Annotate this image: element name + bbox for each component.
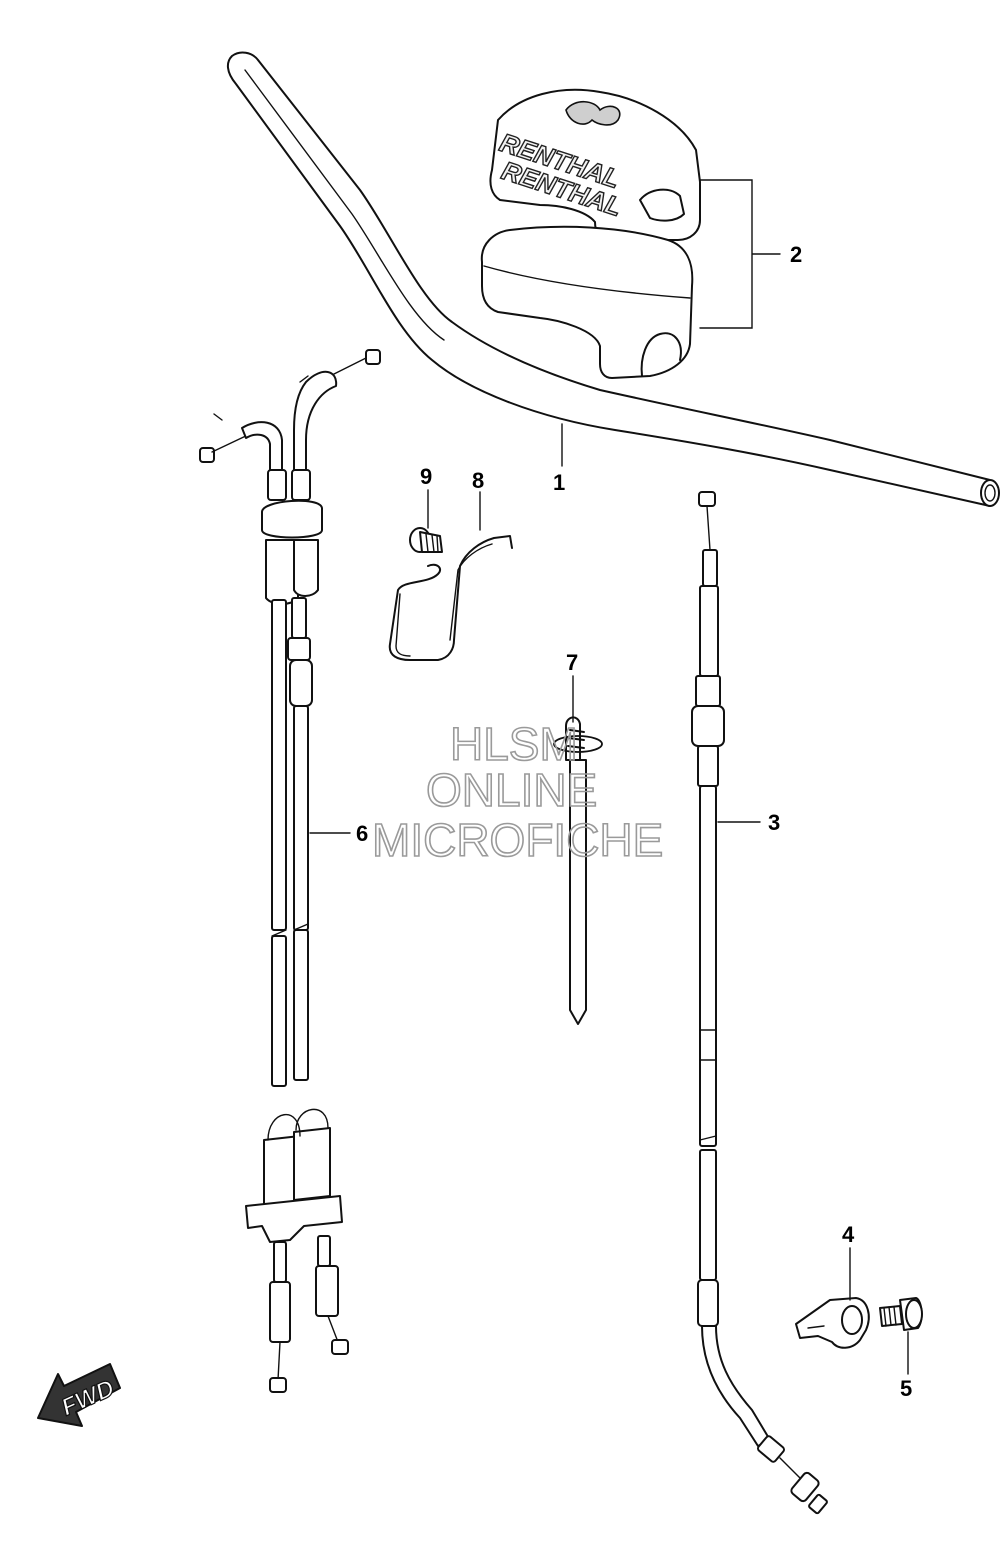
callout-7: 7 bbox=[566, 650, 578, 675]
fwd-arrow: FWD bbox=[37, 1363, 121, 1427]
cable-holder bbox=[795, 1297, 870, 1349]
callout-6: 6 bbox=[356, 821, 368, 846]
bolt bbox=[879, 1297, 923, 1331]
callout-3: 3 bbox=[768, 810, 780, 835]
callout-1: 1 bbox=[553, 470, 565, 495]
callout-5: 5 bbox=[900, 1376, 912, 1401]
watermark: HLSM ONLINE MICROFICHE bbox=[371, 717, 664, 867]
screw bbox=[409, 527, 443, 553]
handlebar bbox=[226, 51, 1000, 507]
wire-clip bbox=[388, 535, 513, 661]
callout-labels: 1 2 3 4 5 6 7 8 9 bbox=[356, 242, 912, 1401]
watermark-line-2: ONLINE bbox=[426, 764, 597, 816]
throttle-cable bbox=[199, 349, 381, 1393]
leader-lines bbox=[309, 179, 909, 1375]
callout-9: 9 bbox=[420, 464, 432, 489]
callout-4: 4 bbox=[842, 1222, 855, 1247]
watermark-line-1: HLSM bbox=[450, 718, 578, 770]
bar-pad-lower bbox=[480, 225, 694, 379]
callout-8: 8 bbox=[472, 468, 484, 493]
clutch-cable bbox=[691, 491, 828, 1515]
cable-tie bbox=[553, 716, 603, 1025]
bar-pad-upper: RENTHAL RENTHAL bbox=[489, 88, 701, 241]
watermark-line-3: MICROFICHE bbox=[372, 814, 663, 866]
callout-2: 2 bbox=[790, 242, 802, 267]
